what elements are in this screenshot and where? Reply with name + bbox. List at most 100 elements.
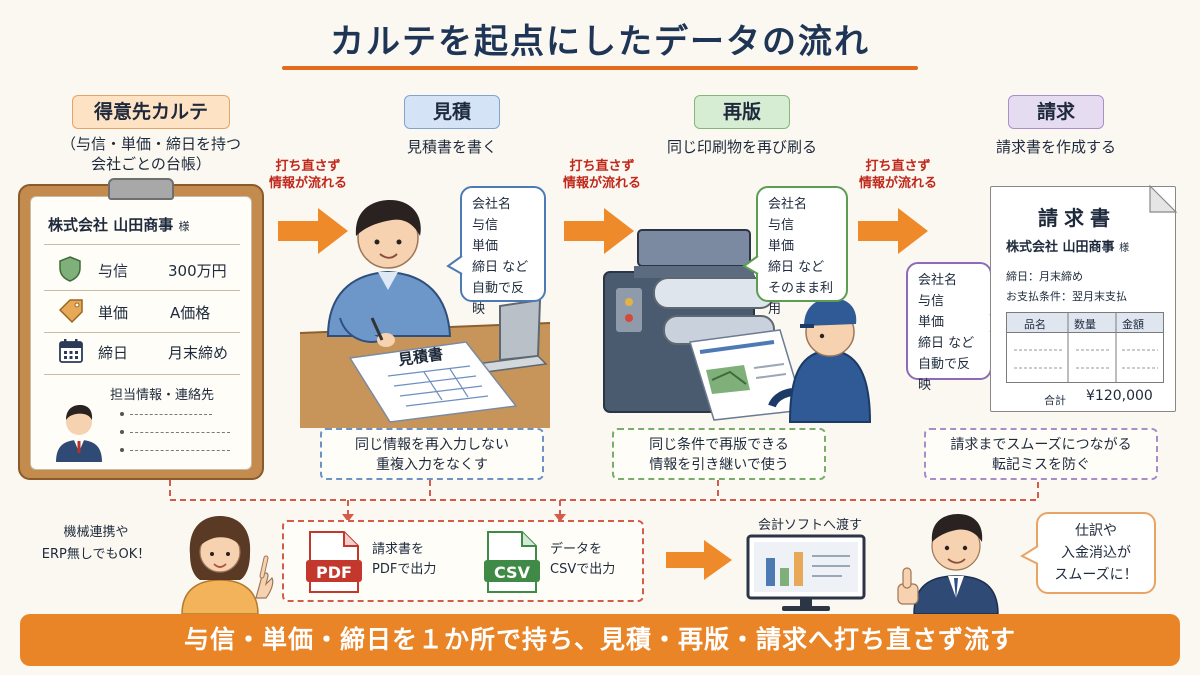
bubble-tail-icon [742, 255, 759, 275]
flow-label-line: 打ち直さず [275, 159, 341, 174]
bullet-icon [120, 412, 124, 416]
bubble-line: 単価 [768, 239, 795, 254]
monitor-chart-icon [746, 534, 866, 611]
right-speech-bubble: 仕訳や 入金消込が スムーズに！ [1036, 512, 1156, 594]
invoice-payment: お支払条件：翌月末支払 [1006, 290, 1127, 303]
billing-bubble: 会社名 与信 単価 締日 など 自動で反映 [906, 262, 992, 393]
stage-sub-line: 会社ごとの台帳） [91, 155, 211, 173]
csv-badge: CSV [494, 563, 530, 582]
karte-company: 株式会社 山田商事 様 [48, 214, 248, 235]
businessman-thumbs-up-illustration [897, 514, 999, 615]
stage-tag-billing: 請求 [1008, 95, 1104, 129]
note-line: 転記ミスを防ぐ [992, 457, 1090, 473]
stage-sub-billing: 請求書を作成する [995, 138, 1116, 156]
flow-label-line: 打ち直さず [569, 159, 635, 174]
side-note-line: ERP無しでもOK！ [41, 547, 151, 562]
placeholder-line [130, 432, 230, 433]
estimate-note: 同じ情報を再入力しない 重複入力をなくす [320, 428, 544, 480]
bubble-tail-icon [446, 255, 463, 275]
file-label-line: 請求書を [372, 542, 425, 557]
title-underline [282, 66, 918, 70]
invoice-header-item: 品名 [1024, 318, 1046, 331]
karte-value-credit: 300万円 [168, 262, 227, 280]
page-title: カルテを起点にしたデータの流れ [330, 22, 870, 62]
invoice-honorific: 様 [1119, 243, 1130, 254]
flow-label-2: 打ち直さず 情報が流れる [556, 158, 648, 192]
contact-person-icon [56, 405, 102, 462]
bubble-line: スムーズに！ [1054, 567, 1138, 583]
file-label-line: データを [550, 542, 603, 557]
bubble-line: 入金消込が [1061, 545, 1131, 561]
side-note-line: 機械連携や [63, 525, 129, 540]
flow-label-line: 情報が流れる [858, 176, 937, 191]
bubble-line: 自動で反映 [472, 281, 525, 317]
note-line: 情報を引き継いで使う [649, 457, 789, 473]
left-side-note: 機械連携や ERP無しでもOK！ [36, 522, 156, 566]
woman-pointing-illustration [181, 516, 274, 615]
invoice-header-qty: 数量 [1074, 318, 1096, 331]
stage-sub-estimate: 見積書を書く [406, 138, 497, 156]
bubble-line: 単価 [918, 315, 945, 330]
bubble-line: そのまま利用 [768, 281, 834, 317]
karte-honorific: 様 [178, 220, 190, 233]
karte-label-price: 単価 [98, 304, 129, 322]
invoice-title: 請求書 [1038, 206, 1116, 230]
stage-sub-reprint: 同じ印刷物を再び刷る [666, 138, 817, 156]
bubble-line: 締日 など [472, 260, 529, 275]
bubble-line: 与信 [918, 294, 945, 309]
bubble-line: 締日 など [918, 336, 975, 351]
page-fold-icon [1149, 184, 1178, 213]
karte-value-closing: 月末締め [168, 344, 229, 362]
csv-label: データを CSVで出力 [550, 540, 615, 580]
pdf-badge: PDF [316, 563, 352, 582]
bubble-line: 会社名 [472, 197, 512, 212]
invoice-header-amount: 金額 [1122, 318, 1144, 331]
stage-sub-line: （与信・単価・締日を持つ [60, 135, 241, 153]
reprint-bubble: 会社名 与信 単価 締日 など そのまま利用 [756, 186, 848, 317]
bubble-line: 自動で反映 [918, 357, 971, 393]
bubble-line: 与信 [768, 218, 795, 233]
placeholder-line [130, 414, 212, 415]
flow-label-3: 打ち直さず 情報が流れる [852, 158, 944, 192]
accounting-label: 会計ソフトへ渡す [758, 518, 863, 533]
bubble-line: 単価 [472, 239, 499, 254]
stage-tag-estimate: 見積 [404, 95, 500, 129]
flow-label-line: 打ち直さず [865, 159, 931, 174]
stage-tag-karte: 得意先カルテ [72, 95, 230, 129]
estimate-document [348, 341, 518, 423]
stage-tag-reprint: 再版 [694, 95, 790, 129]
note-line: 重複入力をなくす [376, 457, 488, 473]
billing-note: 請求までスムーズにつながる 転記ミスを防ぐ [924, 428, 1158, 480]
divider [44, 374, 240, 375]
bubble-line: 与信 [472, 218, 499, 233]
karte-label-credit: 与信 [98, 262, 129, 280]
placeholder-line [130, 450, 230, 451]
flow-label-line: 情報が流れる [268, 176, 347, 191]
flow-label-1: 打ち直さず 情報が流れる [262, 158, 354, 192]
stage-sub-karte: （与信・単価・締日を持つ 会社ごとの台帳） [40, 134, 262, 174]
note-line: 請求までスムーズにつながる [950, 437, 1132, 453]
karte-company-name: 株式会社 山田商事 [48, 216, 174, 234]
bubble-tail-icon [1019, 545, 1039, 565]
karte-value-price: A価格 [170, 304, 211, 322]
invoice-table [1006, 312, 1164, 383]
clipboard-clip-icon [108, 178, 174, 200]
divider [44, 332, 240, 333]
estimate-bubble: 会社名 与信 単価 締日 など 自動で反映 [460, 186, 546, 317]
invoice-total-label: 合計 [1044, 394, 1066, 407]
bubble-line: 会社名 [768, 197, 808, 212]
flow-arrow-icon [858, 208, 928, 254]
divider [44, 244, 240, 245]
divider [44, 290, 240, 291]
file-label-line: CSVで出力 [550, 562, 616, 577]
bullet-icon [120, 430, 124, 434]
note-line: 同じ情報を再入力しない [355, 437, 509, 453]
invoice-company-name: 株式会社 山田商事 [1006, 240, 1115, 255]
flow-arrow-icon [278, 208, 348, 254]
bubble-line: 締日 など [768, 260, 825, 275]
invoice-total-value: ¥120,000 [1086, 388, 1153, 404]
bubble-line: 会社名 [918, 273, 958, 288]
pdf-label: 請求書を PDFで出力 [372, 540, 436, 580]
note-line: 同じ条件で再版できる [649, 437, 789, 453]
